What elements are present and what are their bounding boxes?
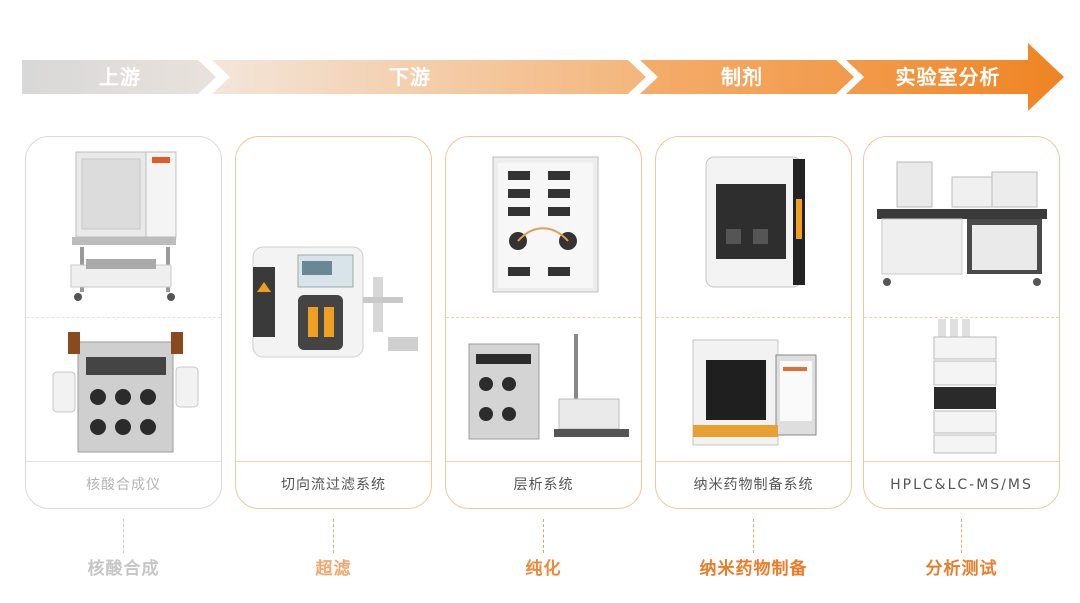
connector-line <box>123 519 124 553</box>
stage-label-downstream: 下游 <box>389 65 431 89</box>
card-nanomedicine-preparation[interactable]: 纳米药物制备系统 <box>655 136 852 509</box>
arrow-segment-lab-analysis <box>846 43 1064 111</box>
card-tangential-flow-filtration[interactable]: 切向流过滤系统 <box>235 136 432 509</box>
arrow-segment-downstream <box>212 60 646 94</box>
card-chromatography-system[interactable]: 层析系统 <box>445 136 642 509</box>
card-label-divider <box>864 461 1059 462</box>
card-label: 切向流过滤系统 <box>281 477 386 493</box>
connector-line <box>333 519 334 553</box>
synthesizer-cabinet-image <box>70 151 177 301</box>
arrow-segment-upstream <box>22 60 216 94</box>
connector-line <box>961 519 962 553</box>
process-arrow-band <box>22 43 1064 111</box>
bottom-label-analysis: 分析测试 <box>925 559 998 579</box>
card-hplc-lcmsms[interactable]: HPLC&LC-MS/MS <box>863 136 1060 509</box>
arrow-segment-formulation <box>640 60 854 94</box>
card-label: 层析系统 <box>513 477 574 493</box>
card-divider <box>26 317 221 318</box>
nano-prep-instrument-image <box>692 339 817 446</box>
card-label-divider <box>656 461 851 462</box>
tff-system-image <box>252 246 418 358</box>
bottom-label-purification: 纯化 <box>525 559 562 579</box>
card-divider <box>864 317 1059 318</box>
bottom-label-ultrafiltration: 超滤 <box>315 559 352 579</box>
card-label-divider <box>236 461 431 462</box>
card-label: 核酸合成仪 <box>86 477 161 493</box>
stage-label-lab-analysis: 实验室分析 <box>895 65 1001 89</box>
hplc-stack-image <box>933 319 997 454</box>
card-nucleic-acid-synthesizer[interactable]: 核酸合成仪 <box>25 136 222 509</box>
chromatography-collector-image <box>468 334 629 440</box>
card-label-divider <box>26 461 221 462</box>
connector-line <box>753 519 754 553</box>
chromatography-unit-image <box>492 156 599 293</box>
card-label: HPLC&LC-MS/MS <box>890 477 1033 493</box>
card-divider <box>446 317 641 318</box>
card-label-divider <box>446 461 641 462</box>
synthesizer-panel-image <box>52 332 199 453</box>
card-divider <box>656 317 851 318</box>
nano-prep-unit-image <box>705 156 805 288</box>
stage-label-upstream: 上游 <box>99 65 141 89</box>
bottom-label-nucleic-synthesis: 核酸合成 <box>87 559 160 579</box>
card-label: 纳米药物制备系统 <box>693 477 814 493</box>
bottom-label-nanomedicine: 纳米药物制备 <box>699 559 808 579</box>
lcms-bench-image <box>877 161 1047 286</box>
connector-line <box>543 519 544 553</box>
stage-label-formulation: 制剂 <box>721 65 763 89</box>
